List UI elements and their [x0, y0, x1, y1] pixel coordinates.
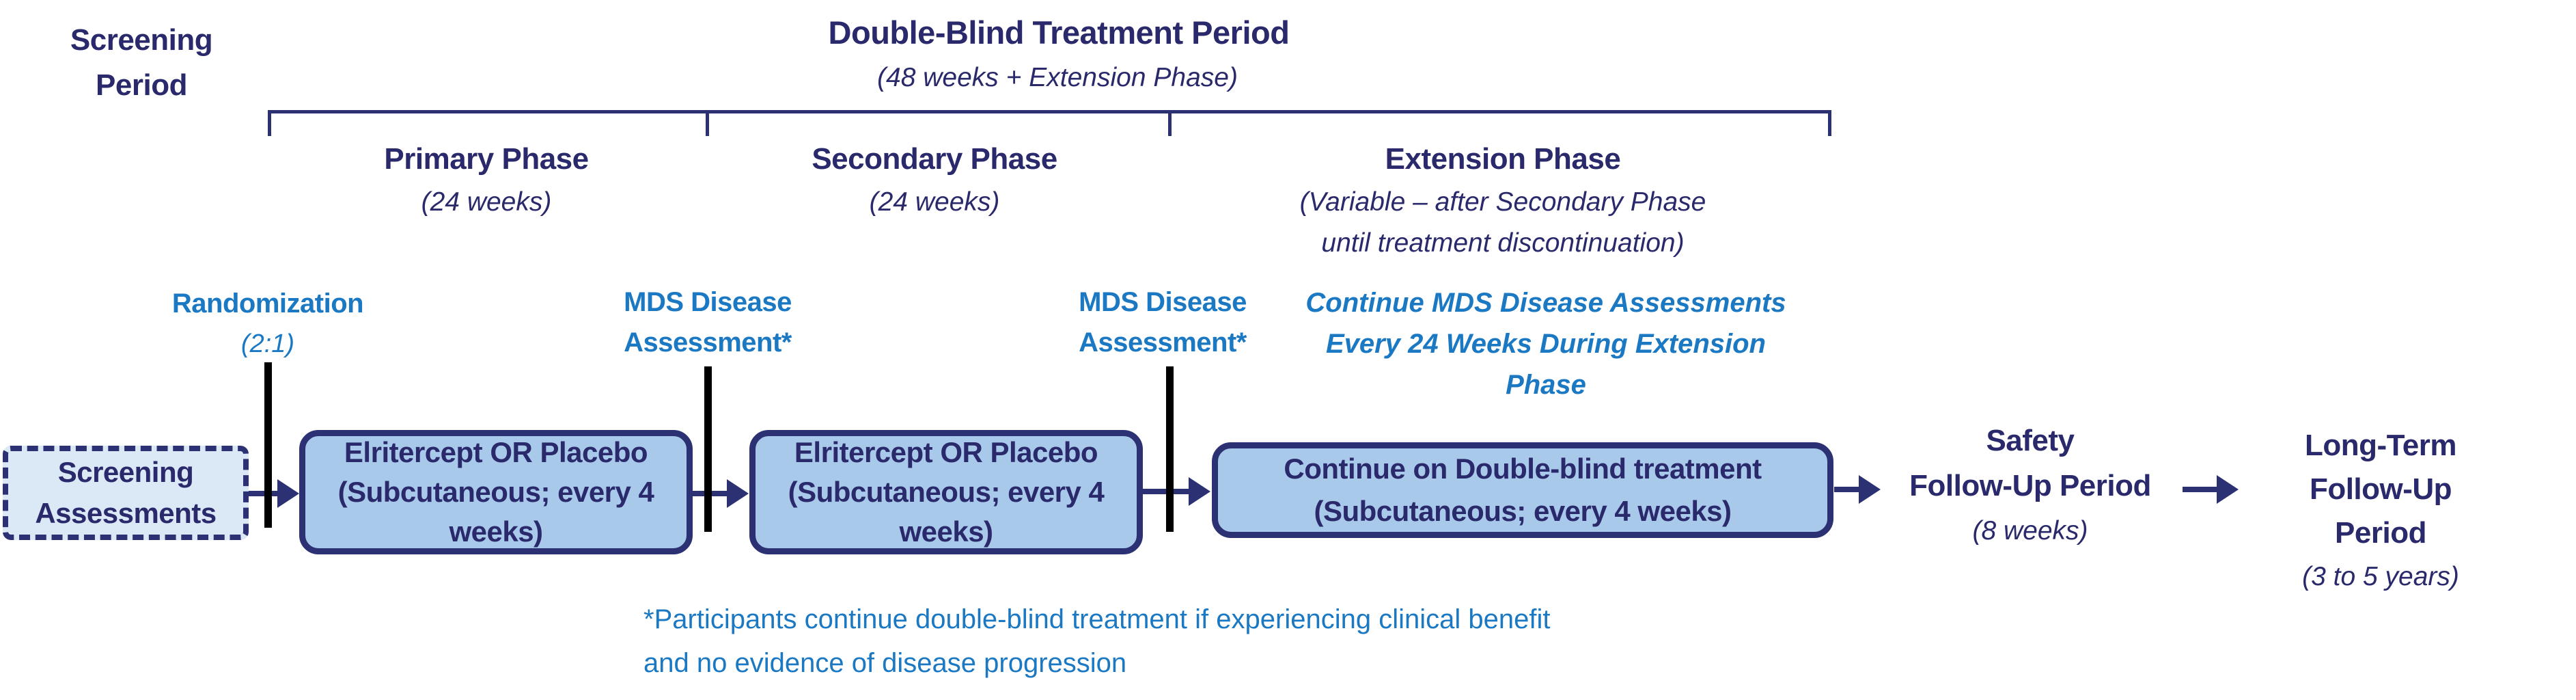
- screening-box-line2: Assessments: [35, 497, 217, 529]
- bracket-tick-secondary-extension: [1168, 110, 1172, 136]
- extension-note-line3: Phase: [1506, 370, 1586, 400]
- longterm-detail: (3 to 5 years): [2302, 562, 2459, 591]
- phase-extension-name: Extension Phase: [1385, 142, 1621, 176]
- arrow-right-icon: [1189, 477, 1210, 506]
- box1-line3: weeks): [449, 515, 543, 548]
- mds2-line1: MDS Disease: [1079, 287, 1247, 317]
- safety-line2: Follow-Up Period: [1909, 469, 2151, 502]
- arrow-right-icon: [277, 479, 299, 508]
- box2-line3: weeks): [899, 515, 993, 548]
- phase-extension-detail2: until treatment discontinuation): [1321, 228, 1685, 258]
- phase-secondary-name: Secondary Phase: [812, 142, 1057, 176]
- longterm-line1: Long-Term: [2305, 429, 2457, 462]
- arrow-line: [1834, 487, 1863, 492]
- box2-line2: (Subcutaneous; every 4: [788, 476, 1105, 508]
- arrow-line: [246, 491, 281, 496]
- randomization-ratio: (2:1): [240, 329, 295, 358]
- randomization-label: Randomization (2:1): [171, 284, 364, 364]
- screening-period-label: Screening Period: [70, 18, 213, 108]
- mds1-line2: Assessment*: [624, 327, 792, 358]
- phase-label-primary: Primary Phase (24 weeks): [384, 137, 589, 223]
- treatment-period-title: Double-Blind Treatment Period: [828, 14, 1290, 51]
- treatment-box-2: Elritercept OR Placebo (Subcutaneous; ev…: [749, 430, 1143, 554]
- mds2-line2: Assessment*: [1079, 327, 1247, 358]
- box3-line1: Continue on Double-blind treatment: [1284, 453, 1762, 485]
- arrow-right-icon: [727, 479, 749, 508]
- extension-note-line2: Every 24 Weeks During Extension: [1326, 329, 1766, 359]
- box3-line2: (Subcutaneous; every 4 weeks): [1314, 495, 1732, 527]
- bracket-tick-primary-secondary: [706, 110, 709, 136]
- footnote-line2: and no evidence of disease progression: [643, 648, 1127, 678]
- safety-line1: Safety: [1986, 424, 2075, 457]
- randomization-bar: [264, 362, 272, 528]
- bracket-tick-end: [1828, 110, 1831, 136]
- longterm-line2: Follow-Up Period: [2309, 472, 2452, 550]
- phase-primary-detail: (24 weeks): [421, 187, 552, 217]
- safety-followup-label: Safety Follow-Up Period (8 weeks): [1909, 418, 2151, 554]
- mds-assessment-2-label: MDS Disease Assessment*: [1079, 282, 1247, 363]
- screening-period-line1: Screening: [70, 23, 213, 57]
- phase-bracket: [268, 110, 1831, 113]
- phase-extension-detail1: (Variable – after Secondary Phase: [1299, 187, 1706, 217]
- mds1-line1: MDS Disease: [624, 287, 792, 317]
- phase-label-secondary: Secondary Phase (24 weeks): [812, 137, 1057, 223]
- footnote: *Participants continue double-blind trea…: [643, 597, 1550, 685]
- randomization-title: Randomization: [171, 288, 364, 319]
- screening-assessments-box: Screening Assessments: [3, 446, 249, 540]
- extension-note-line1: Continue MDS Disease Assessments: [1305, 288, 1786, 318]
- box1-line2: (Subcutaneous; every 4: [337, 476, 654, 508]
- safety-detail: (8 weeks): [1972, 516, 2088, 546]
- arrow-right-icon: [1859, 475, 1881, 504]
- treatment-period-subtitle: (48 weeks + Extension Phase): [877, 63, 1238, 92]
- mds-assessment-1-label: MDS Disease Assessment*: [624, 282, 792, 363]
- box1-line1: Elritercept OR Placebo: [344, 436, 648, 468]
- bracket-tick-start: [268, 110, 271, 136]
- screening-box-line1: Screening: [57, 456, 194, 488]
- arrow-line: [2183, 487, 2221, 492]
- assessment-bar-2: [1166, 366, 1174, 532]
- extension-assessment-note: Continue MDS Disease Assessments Every 2…: [1305, 282, 1786, 405]
- assessment-bar-1: [704, 366, 712, 532]
- treatment-box-3: Continue on Double-blind treatment (Subc…: [1212, 442, 1833, 538]
- arrow-right-icon: [2217, 475, 2239, 504]
- box2-line1: Elritercept OR Placebo: [794, 436, 1098, 468]
- screening-period-line2: Period: [96, 68, 187, 102]
- phase-secondary-detail: (24 weeks): [869, 187, 1000, 217]
- treatment-box-1: Elritercept OR Placebo (Subcutaneous; ev…: [299, 430, 693, 554]
- phase-label-extension: Extension Phase (Variable – after Second…: [1300, 137, 1706, 264]
- phase-primary-name: Primary Phase: [384, 142, 589, 176]
- footnote-line1: *Participants continue double-blind trea…: [643, 604, 1551, 634]
- longterm-followup-label: Long-Term Follow-Up Period (3 to 5 years…: [2283, 424, 2478, 599]
